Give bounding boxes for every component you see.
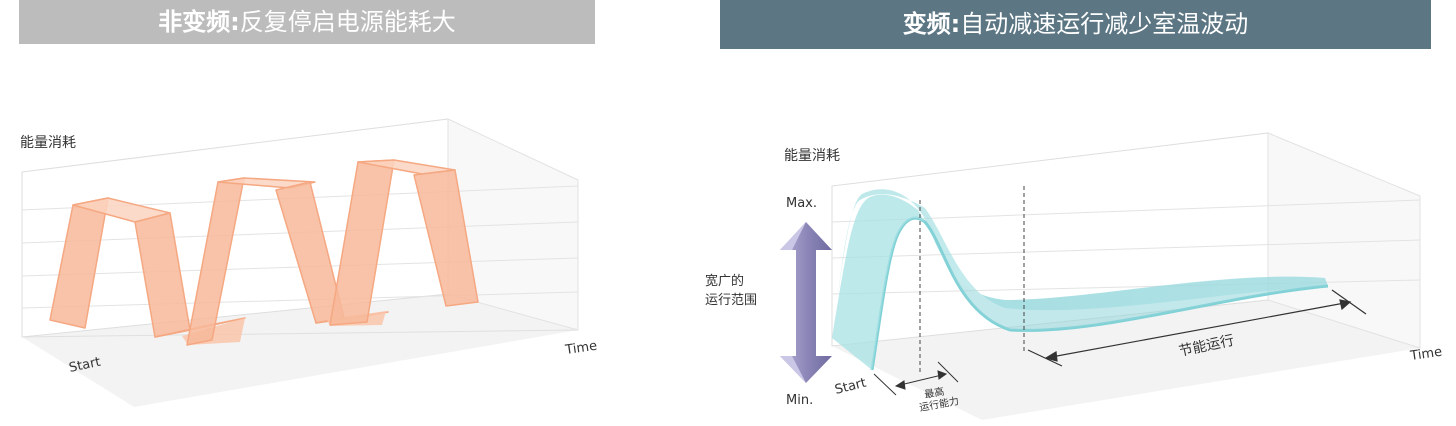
energy-saving-arrow [1027,289,1367,367]
min-label: Min. [786,393,813,408]
range-label-line1: 宽广的 [705,273,744,289]
left-start-label: Start [68,355,102,376]
peak-capacity-arrow [873,361,959,396]
non-inverter-subtitle: 反复停启电源能耗大 [239,8,456,36]
right-y-axis-label: 能量消耗 [784,148,840,164]
non-inverter-diagram: 能量消耗 Start Time [20,118,598,407]
non-inverter-banner: 非变频:反复停启电源能耗大 [19,0,595,44]
max-label: Max. [786,196,817,211]
inverter-diagram: 能量消耗 Max. Min. 宽广的 运行范围 Start Time 最高 运行… [705,132,1443,420]
left-time-label: Time [563,339,598,358]
peak-label-line1: 最高 [923,385,945,401]
inverter-title: 变频: [902,10,961,38]
operating-range-arrow [780,222,832,383]
right-start-label: Start [833,376,867,398]
on-off-wave [49,159,479,346]
non-inverter-title: 非变频: [158,8,240,36]
range-label-line2: 运行范围 [705,293,757,308]
left-y-axis-label: 能量消耗 [20,135,76,151]
left-floor [22,294,578,407]
right-floor [832,300,1420,420]
right-time-label: Time [1408,345,1443,364]
inverter-subtitle: 自动减速运行减少室温波动 [960,10,1249,38]
variable-speed-curve [832,189,1329,371]
inverter-banner: 变频:自动减速运行减少室温波动 [720,0,1431,49]
